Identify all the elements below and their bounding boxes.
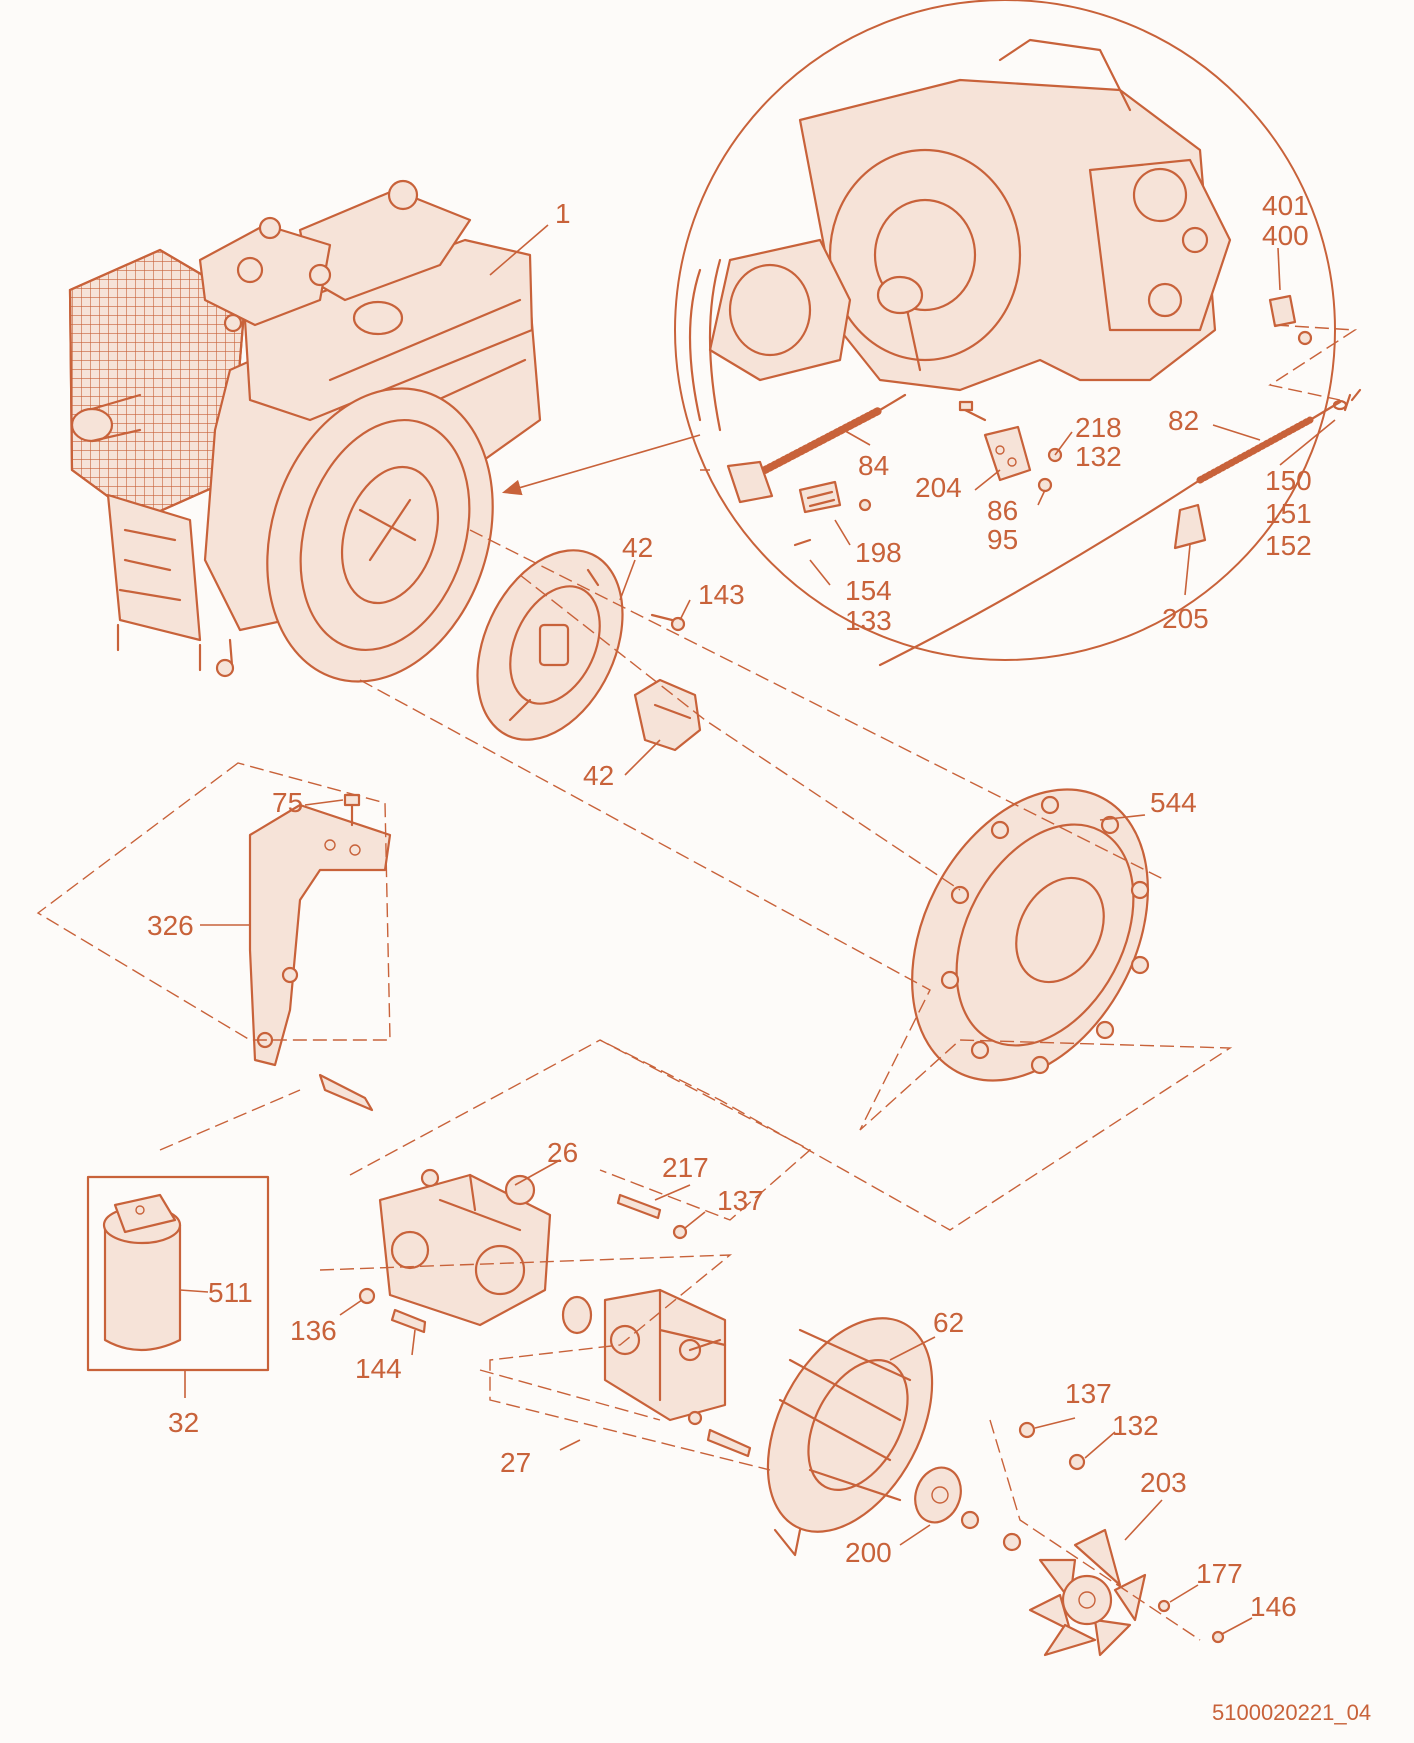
label-326: 326 — [147, 910, 194, 941]
label-137-mid: 137 — [717, 1185, 764, 1216]
dashed-assembly-lines — [36, 529, 1233, 1641]
label-218: 218 — [1075, 412, 1122, 443]
label-205: 205 — [1162, 603, 1209, 634]
label-198: 198 — [855, 537, 902, 568]
label-143: 143 — [698, 579, 745, 610]
label-82: 82 — [1168, 405, 1199, 436]
label-200: 200 — [845, 1537, 892, 1568]
label-203: 203 — [1140, 1467, 1187, 1498]
coupling-part-42 — [476, 549, 702, 752]
label-84: 84 — [858, 450, 889, 481]
label-95: 95 — [987, 524, 1018, 555]
pointer-arrow — [501, 434, 701, 496]
label-137-right: 137 — [1065, 1378, 1112, 1409]
label-217: 217 — [662, 1152, 709, 1183]
detail-inset-circle — [674, 0, 1362, 667]
part-labels: 1 401 400 218 132 82 84 204 86 95 150 15… — [147, 190, 1371, 1725]
label-151: 151 — [1265, 498, 1312, 529]
bell-housing-part-544 — [911, 788, 1150, 1082]
leader-lines — [179, 224, 1336, 1635]
label-400: 400 — [1262, 220, 1309, 251]
label-511: 511 — [208, 1277, 253, 1308]
label-144: 144 — [355, 1353, 402, 1384]
label-154: 154 — [845, 575, 892, 606]
label-32: 32 — [168, 1407, 199, 1438]
label-544: 544 — [1150, 787, 1197, 818]
label-75: 75 — [272, 787, 303, 818]
fan-part-203 — [1028, 1528, 1225, 1657]
label-133: 133 — [845, 605, 892, 636]
label-132-top: 132 — [1075, 441, 1122, 472]
label-132-right: 132 — [1112, 1410, 1159, 1441]
document-id: 5100020221_04 — [1212, 1700, 1371, 1725]
filter-part-32 — [86, 1175, 270, 1372]
label-26: 26 — [547, 1137, 578, 1168]
label-146: 146 — [1250, 1591, 1297, 1622]
label-136: 136 — [290, 1315, 337, 1346]
label-1: 1 — [555, 198, 571, 229]
label-401: 401 — [1262, 190, 1309, 221]
label-177: 177 — [1196, 1558, 1243, 1589]
hydraulic-pump-part-26 — [358, 1168, 688, 1334]
gear-pump-part-27 — [561, 1288, 752, 1458]
label-150: 150 — [1265, 465, 1312, 496]
fan-guard-part-62 — [766, 1317, 1086, 1557]
engine-part-1 — [68, 179, 542, 683]
label-62: 62 — [933, 1307, 964, 1338]
label-86: 86 — [987, 495, 1018, 526]
label-27: 27 — [500, 1447, 531, 1478]
label-152: 152 — [1265, 530, 1312, 561]
label-204: 204 — [915, 472, 962, 503]
bracket-part-326 — [248, 793, 392, 1112]
label-42-top: 42 — [622, 532, 653, 563]
label-42-bottom: 42 — [583, 760, 614, 791]
